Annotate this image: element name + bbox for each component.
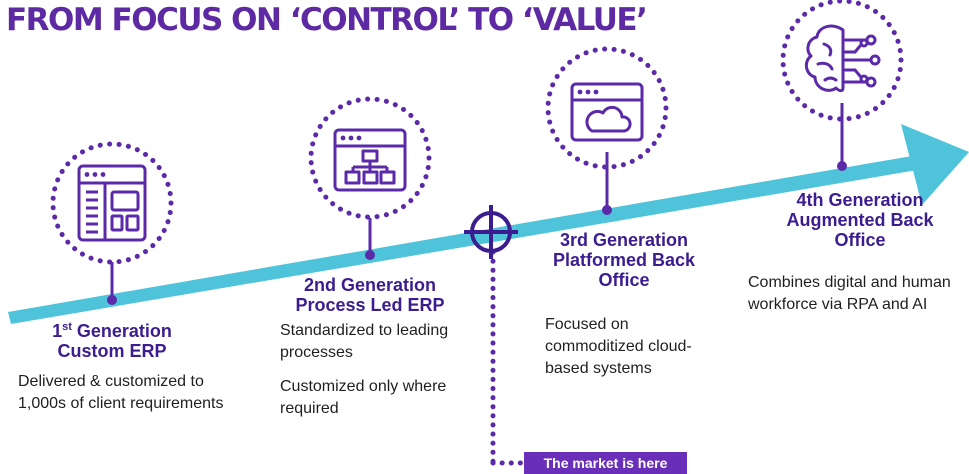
description-text: Combines digital and human workforce via…: [748, 274, 951, 313]
generation-1-description: Delivered & customized to 1,000s of clie…: [18, 371, 233, 415]
generation-4-title: 4th Generation Augmented Back Office: [755, 190, 965, 250]
generation-label: 4th Generation: [796, 190, 924, 210]
generation-3-title: 3rd Generation Platformed Back Office: [524, 230, 724, 290]
process-flowchart-icon: [333, 128, 407, 192]
ordinal-suffix: st: [62, 321, 72, 333]
timeline-arrow: [8, 124, 969, 324]
market-label-badge: The market is here: [524, 452, 687, 474]
description-text: Focused on commoditized cloud-based syst…: [545, 316, 692, 377]
dotted-ring: [308, 96, 432, 220]
generation-name: Process Led ERP: [295, 295, 445, 315]
generation-2-title: 2nd Generation Process Led ERP: [270, 275, 470, 315]
milestone-dot: [107, 295, 117, 305]
generation-name: Custom ERP: [57, 341, 167, 361]
dotted-ring: [545, 46, 669, 170]
timeline-arrow-head: [901, 124, 969, 205]
crosshair-icon: [464, 205, 518, 259]
description-text: Delivered & customized to 1,000s of clie…: [18, 373, 224, 412]
description-text: Standardized to leading processes: [280, 322, 449, 361]
generation-label: Generation: [71, 321, 172, 341]
generation-3-description: Focused on commoditized cloud-based syst…: [545, 314, 730, 380]
generation-3-milestone: [545, 46, 669, 215]
generation-1-title: 1st Generation Custom ERP: [10, 321, 214, 361]
generation-name: Platformed Back: [552, 250, 696, 270]
milestone-dot: [365, 250, 375, 260]
generation-name: Augmented Back: [786, 210, 934, 230]
generation-number: 1: [52, 321, 63, 341]
milestone-dot: [602, 205, 612, 215]
timeline-arrow-shaft: [8, 156, 917, 324]
generation-4-description: Combines digital and human workforce via…: [748, 272, 966, 316]
erp-window-icon: [77, 164, 147, 242]
generation-1-milestone: [50, 141, 174, 305]
generation-name-continued: Office: [598, 270, 650, 290]
dotted-ring: [780, 0, 904, 122]
milestone-dot: [837, 161, 847, 171]
description-text: Customized only where required: [280, 378, 447, 417]
generation-4-milestone: [780, 0, 904, 171]
generation-label: 2nd Generation: [303, 275, 437, 295]
page-title: FROM FOCUS ON ‘CONTROL’ TO ‘VALUE’: [6, 2, 648, 38]
dotted-ring: [50, 141, 174, 265]
generation-2-milestone: [308, 96, 432, 260]
cloud-window-icon: [570, 82, 644, 142]
ai-brain-icon: [804, 24, 881, 93]
market-marker: [464, 205, 525, 466]
generation-2-description: Standardized to leading processes Custom…: [280, 320, 450, 420]
generation-label: 3rd Generation: [559, 230, 689, 250]
generation-name-continued: Office: [834, 230, 886, 250]
